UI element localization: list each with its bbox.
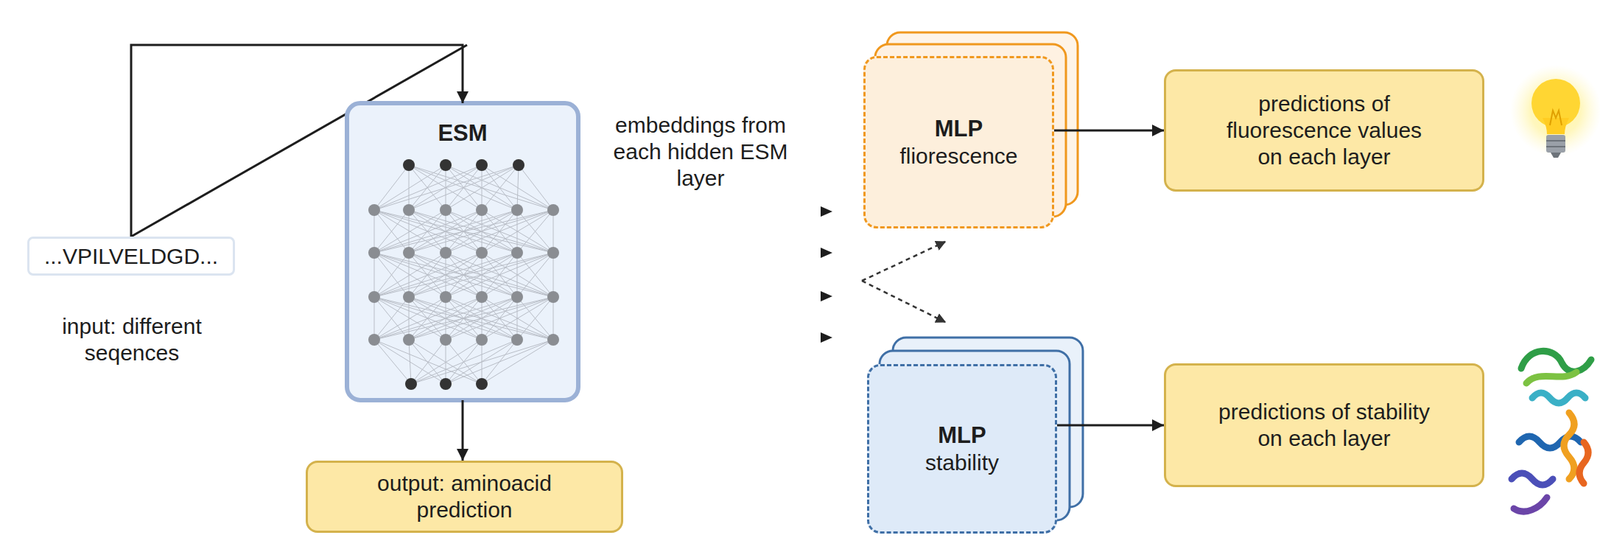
node-text: predictions of stability on each layer — [1213, 398, 1435, 452]
mlp-box: MLPstability — [867, 363, 1058, 534]
embedding-arrowheads — [820, 206, 833, 343]
node-text: fliorescence — [899, 142, 1018, 170]
node-text: MLP — [934, 114, 983, 143]
dashed-split-arrows — [861, 241, 946, 322]
embeddings-label: embeddings from each hidden ESM layer — [604, 111, 797, 192]
node-text: ...VPILVELDGD... — [44, 243, 219, 270]
node-text: stability — [925, 449, 999, 476]
input-label: input: different seqences — [32, 313, 232, 367]
prediction-box: predictions of fluorescence values on ea… — [1163, 69, 1485, 192]
esm-frame — [346, 103, 579, 400]
model-box: ESM — [346, 103, 579, 400]
sequence-box: ...VPILVELDGD... — [27, 236, 235, 276]
mlp-box: MLPfliorescence — [863, 55, 1055, 229]
flow-arrow — [1057, 424, 1164, 427]
flow-arrow — [1054, 129, 1164, 132]
lightbulb-icon — [1510, 64, 1600, 158]
flow-arrow — [131, 44, 463, 237]
node-text: ESM — [437, 119, 487, 147]
node-text: MLP — [937, 421, 986, 449]
neural-network — [368, 159, 560, 390]
node-text: output: aminoacid prediction — [350, 469, 580, 524]
output-box: output: aminoacid prediction — [305, 460, 624, 533]
flow-arrow — [461, 400, 465, 461]
prediction-box: predictions of stability on each layer — [1163, 363, 1485, 487]
protein-structure — [1511, 350, 1592, 512]
node-text: predictions of fluorescence values on ea… — [1213, 90, 1435, 171]
